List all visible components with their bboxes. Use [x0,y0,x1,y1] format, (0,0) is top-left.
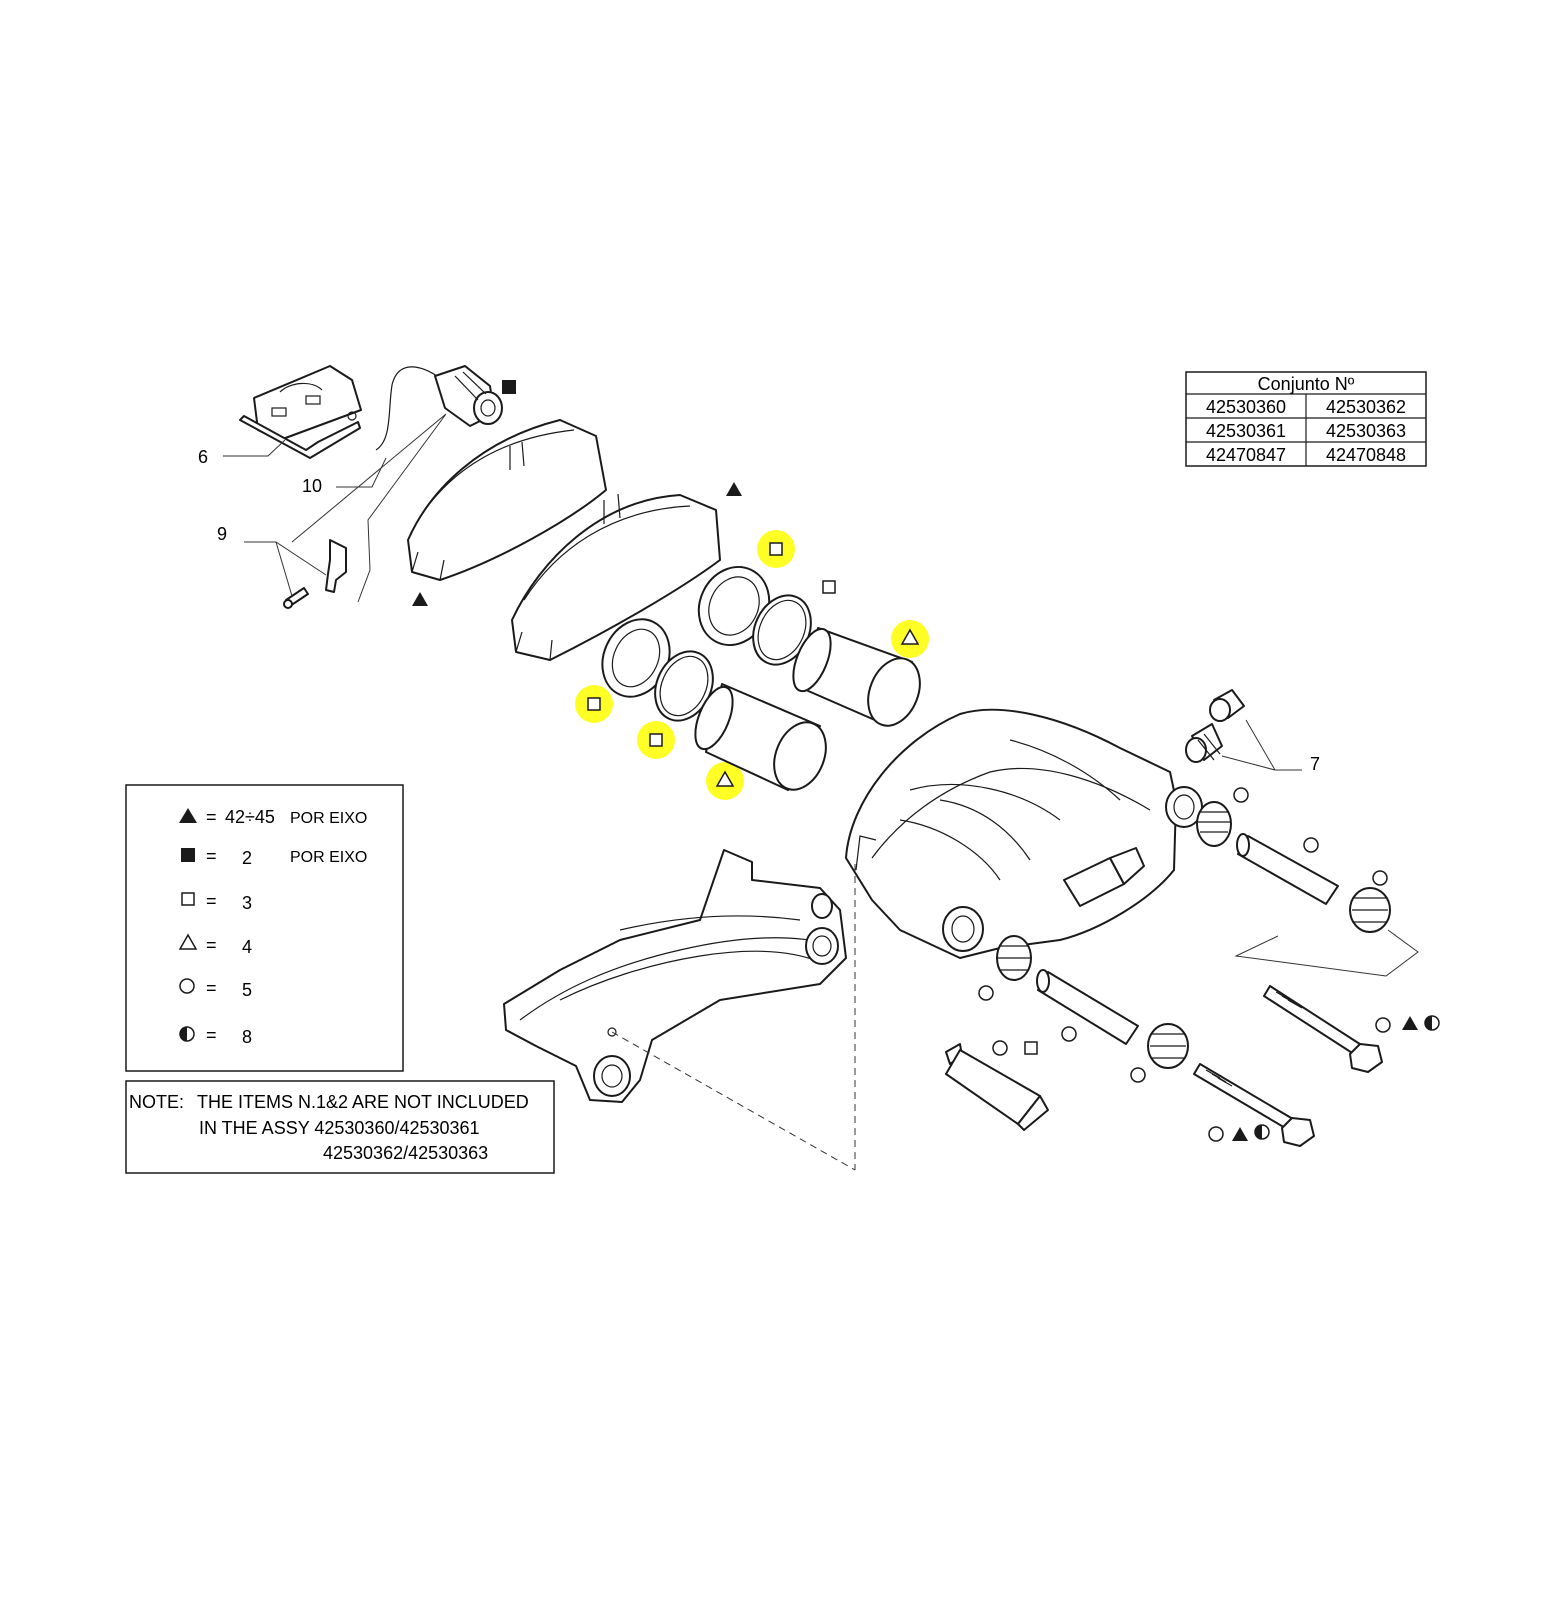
guide-bolt-lower [1193,1063,1315,1147]
outer-brake-pad [511,493,721,661]
legend-value: 2 [242,848,252,868]
note-label: NOTE: [129,1092,184,1112]
note-line: IN THE ASSY 42530360/42530361 [199,1118,480,1138]
guide-bolt-upper [1263,985,1383,1073]
conjunto-cell: 42530363 [1326,421,1406,441]
open-circle-icon [1130,1067,1146,1083]
open-circle-icon [992,1040,1008,1056]
conjunto-cell: 42470848 [1326,445,1406,465]
pad-retaining-plate [239,365,362,459]
note-line: 42530362/42530363 [323,1143,488,1163]
filled-triangle-icon [1232,1127,1248,1141]
conjunto-header: Conjunto Nº [1258,374,1355,394]
caliper-housing [845,708,1203,959]
filled-triangle-icon [412,592,428,606]
callout-leader [1221,719,1302,771]
legend-eq: = [206,935,217,955]
open-square-icon [1024,1041,1038,1055]
callout-7: 7 [1310,754,1320,774]
filled-square-icon [181,848,195,862]
callout-leader [244,541,327,597]
open-circle-icon [1061,1026,1077,1042]
legend-box: = 42÷45 POR EIXO = 2 POR EIXO = 3 = 4 = … [125,784,404,1072]
legend-row: = 5 [179,978,252,1000]
filled-triangle-icon [726,482,742,496]
open-circle-icon [978,985,994,1001]
grease-tube [945,1043,1049,1131]
callout-6: 6 [198,447,208,467]
open-square-icon [822,580,836,594]
open-triangle-icon [715,770,735,787]
legend-note: POR EIXO [290,810,367,827]
note-box: NOTE: THE ITEMS N.1&2 ARE NOT INCLUDED I… [125,1080,555,1174]
legend-row: = 8 [179,1025,252,1047]
filled-triangle-icon [1402,1016,1418,1030]
conjunto-cell: 42530361 [1206,421,1286,441]
open-circle-icon [1233,787,1249,803]
legend-row: = 3 [181,891,252,913]
legend-eq: = [206,807,217,827]
open-circle-icon [1372,870,1388,886]
legend-eq: = [206,891,217,911]
conjunto-table: Conjunto Nº 42530360 42530362 42530361 4… [1185,371,1427,467]
guide-pin-lower-set [996,935,1189,1069]
open-circle-icon [1303,837,1319,853]
conjunto-cell: 42470847 [1206,445,1286,465]
conjunto-cell: 42530360 [1206,397,1286,417]
legend-eq: = [206,978,217,998]
leader-line [291,413,447,603]
half-circle-icon [1254,1124,1270,1140]
half-circle-icon [179,1026,195,1042]
inner-brake-pad [407,419,607,581]
legend-value: 5 [242,980,252,1000]
open-square-icon [649,733,663,747]
open-circle-icon [1208,1126,1224,1142]
open-triangle-icon [900,628,920,645]
callout-leader [336,457,387,488]
open-circle-icon [179,978,195,994]
legend-row: = 42÷45 POR EIXO [179,807,367,827]
legend-value: 42÷45 [225,807,275,827]
open-square-icon [769,542,783,556]
bleeder-valve [1185,689,1245,763]
conjunto-cell: 42530362 [1326,397,1406,417]
piston-upper [792,627,921,727]
open-square-icon [587,697,601,711]
open-square-icon [181,892,195,906]
note-line: THE ITEMS N.1&2 ARE NOT INCLUDED [197,1092,529,1112]
piston-lower [694,683,827,791]
filled-square-icon [502,380,516,394]
clip-and-screw [283,539,347,609]
legend-eq: = [206,1025,217,1045]
guide-pin-upper-set [1196,801,1391,933]
legend-note: POR EIXO [290,849,367,866]
callout-9: 9 [217,524,227,544]
open-circle-icon [1375,1017,1391,1033]
assembly-axis-line [611,864,856,1171]
wear-sensor [375,365,503,451]
filled-triangle-icon [179,808,197,823]
open-triangle-icon [178,933,198,950]
half-circle-icon [1424,1015,1440,1031]
callout-leader [223,439,286,457]
legend-value: 4 [242,937,252,957]
legend-row: = 2 POR EIXO [181,846,367,868]
caliper-bracket [503,849,847,1103]
legend-value: 8 [242,1027,252,1047]
leader-line [1234,929,1419,977]
legend-value: 3 [242,893,252,913]
callout-10: 10 [302,476,322,496]
legend-row: = 4 [178,933,252,957]
legend-eq: = [206,846,217,866]
